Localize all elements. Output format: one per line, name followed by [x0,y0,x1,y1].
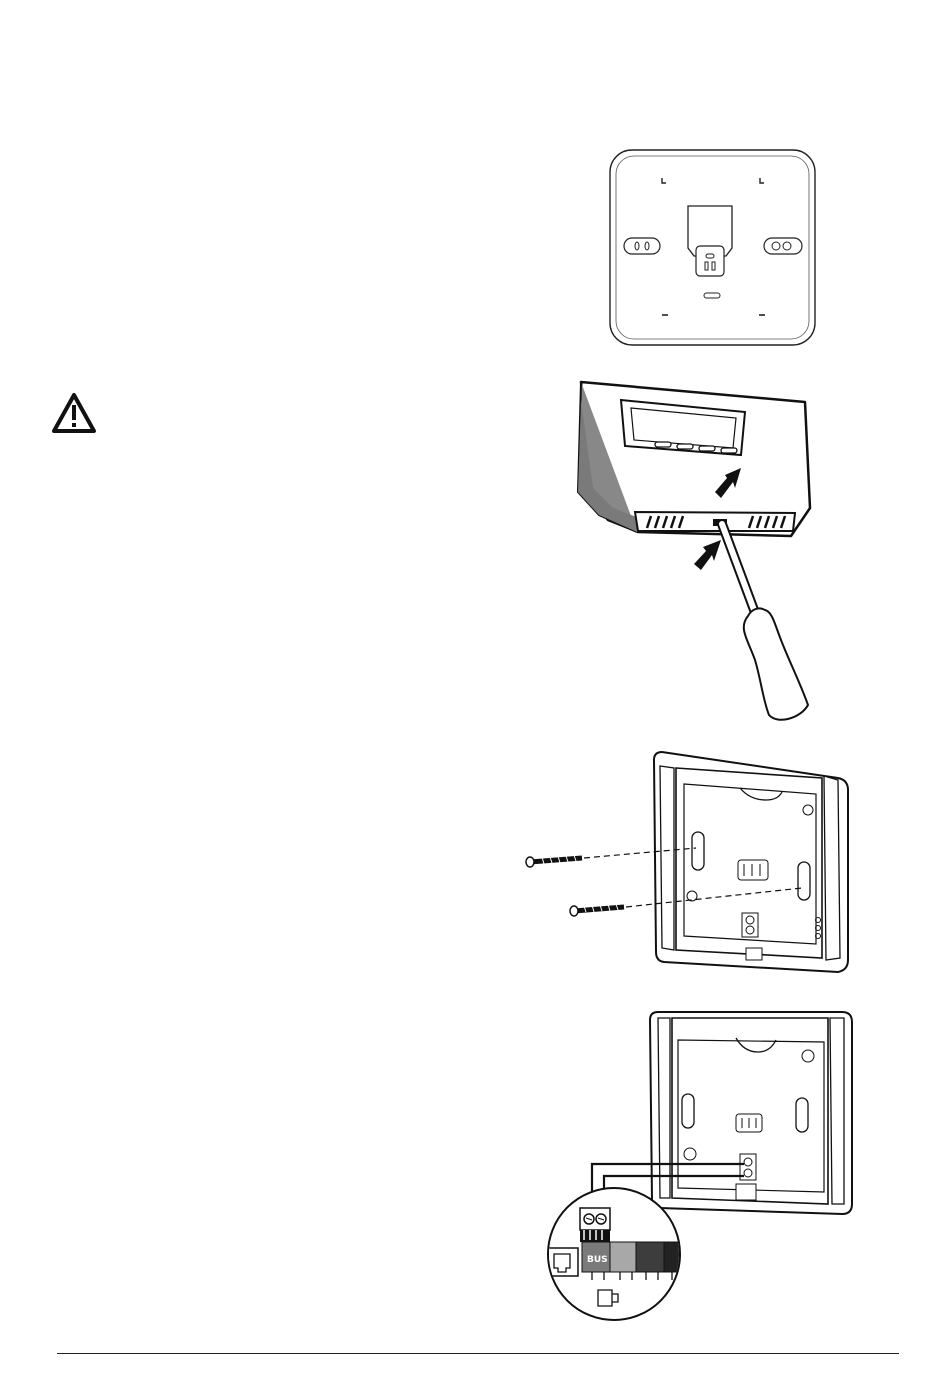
warning-triangle-icon [51,392,97,434]
wall-mount-screws-illustration [520,748,860,986]
screwdriver-release-illustration [573,380,813,725]
thermostat-backplate-illustration [608,148,818,348]
page-footer-rule [57,1353,899,1354]
bus-label: BUS [587,1255,608,1265]
bus-terminal-wiring-illustration: BUS [540,1008,870,1326]
